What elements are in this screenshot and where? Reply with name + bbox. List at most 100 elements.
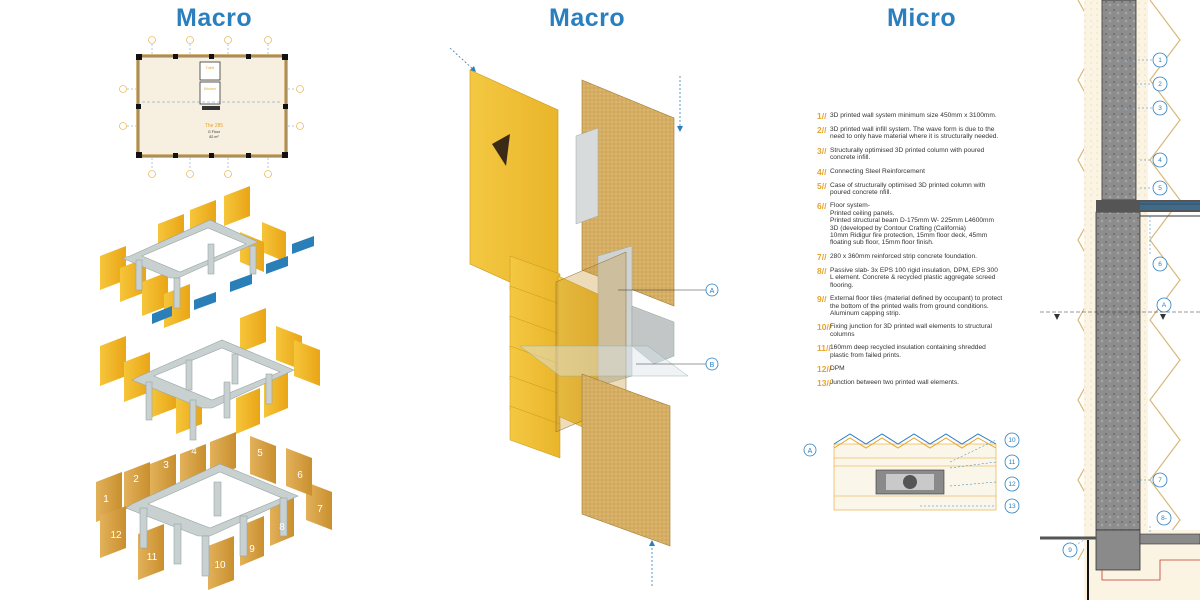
legend-item: 9//External floor tiles (material define… xyxy=(817,295,1017,317)
legend-text: Junction between two printed wall elemen… xyxy=(830,378,960,386)
section-callout-icon xyxy=(1152,472,1168,488)
section-callout-label: 7 xyxy=(1158,477,1162,484)
grid-bubble-icon xyxy=(296,85,304,93)
legend: 1//3D printed wall system minimum size 4… xyxy=(817,112,1017,393)
section-callout-label: 8- xyxy=(1161,515,1167,522)
callout-label: 12 xyxy=(1008,481,1016,488)
detail-marker-icon xyxy=(803,443,817,457)
callout-label: 13 xyxy=(1008,503,1016,510)
wall-section: 1 2 3 4 5 6 A 7 8- 9 xyxy=(1040,0,1200,600)
legend-text: Floor system- Printed ceiling panels. Pr… xyxy=(830,202,995,247)
legend-item: 7//280 x 360mm reinforced strip concrete… xyxy=(817,251,1017,262)
legend-item: 6//Floor system- Printed ceiling panels.… xyxy=(817,202,1017,246)
legend-number: 12// xyxy=(817,363,832,374)
legend-text: DPM xyxy=(830,364,845,372)
detail-a: A 10 11 12 13 xyxy=(803,432,1020,514)
legend-text: 160mm deep recycled insulation containin… xyxy=(830,344,986,359)
legend-text: 3D printed wall system minimum size 450m… xyxy=(830,112,997,119)
legend-number: 1// xyxy=(817,111,827,121)
exploded-axonometric: 1 2 3 4 5 6 7 8 9 10 11 12 xyxy=(96,186,332,590)
callout-icon xyxy=(1004,432,1020,448)
section-callout-icon xyxy=(1152,180,1168,196)
legend-number: 2// xyxy=(817,125,827,135)
grid-bubble-icon xyxy=(296,122,304,130)
bottom-level-panels xyxy=(96,432,332,590)
grid-bubble-icon xyxy=(224,36,232,44)
module-number: 2 xyxy=(133,474,139,485)
section-callout-icon xyxy=(1152,100,1168,116)
legend-number: 4// xyxy=(817,166,827,177)
callout-label: 10 xyxy=(1008,437,1016,444)
section-callout-label: 4 xyxy=(1158,157,1162,164)
bottom-level-frame xyxy=(125,463,299,577)
section-callout-icon xyxy=(1152,52,1168,68)
module-number: 7 xyxy=(317,504,323,515)
section-callout-icon xyxy=(1156,510,1172,526)
top-level-frame xyxy=(121,219,259,309)
section-callout-icon xyxy=(1062,542,1078,558)
section-callout-label: A xyxy=(1162,302,1167,309)
legend-item: 3//Structurally optimised 3D printed col… xyxy=(817,147,1017,162)
module-number: 4 xyxy=(191,446,197,457)
legend-item: 11//160mm deep recycled insulation conta… xyxy=(817,344,1017,359)
legend-number: 5// xyxy=(817,180,827,191)
module-number: 8 xyxy=(279,522,285,533)
room-label-toilet: Toilet xyxy=(206,66,214,70)
legend-number: 7// xyxy=(817,251,827,262)
middle-level-frame xyxy=(131,339,295,441)
legend-item: 4//Connecting Steel Reinforcement xyxy=(817,166,1017,177)
module-number: 5 xyxy=(257,448,263,459)
grid-bubble-icon xyxy=(264,170,272,178)
legend-item: 13//Junction between two printed wall el… xyxy=(817,377,1017,388)
room-floor: G Floor xyxy=(208,130,221,134)
grid-bubble-icon xyxy=(119,122,127,130)
blue-roof-panels xyxy=(152,236,314,324)
legend-text: Structurally optimised 3D printed column… xyxy=(830,146,985,162)
legend-number: 6// xyxy=(817,201,827,212)
legend-text: 280 x 360mm reinforced strip concrete fo… xyxy=(830,252,977,260)
module-number: 11 xyxy=(147,552,158,563)
section-callout-label: 3 xyxy=(1158,105,1162,112)
legend-number: 11// xyxy=(817,343,831,354)
module-number: 3 xyxy=(163,460,169,471)
legend-text: Passive slab- 3x EPS 100 rigid insulatio… xyxy=(830,266,998,289)
legend-item: 8//Passive slab- 3x EPS 100 rigid insula… xyxy=(817,267,1017,289)
marker-a-label: A xyxy=(710,288,715,295)
section-callout-icon xyxy=(1152,76,1168,92)
legend-number: 8// xyxy=(817,265,827,276)
grid-bubble-icon xyxy=(186,36,194,44)
callout-icon xyxy=(1004,498,1020,514)
section-callout-label: 2 xyxy=(1158,81,1162,88)
module-number: 9 xyxy=(249,544,255,555)
module-number: 10 xyxy=(214,560,226,571)
section-callout-label: 9 xyxy=(1068,547,1072,554)
legend-text: 3D printed wall infill system. The wave … xyxy=(830,126,999,141)
section-callout-icon xyxy=(1152,152,1168,168)
grid-bubble-icon xyxy=(186,170,194,178)
legend-item: 12//DPM xyxy=(817,363,1017,374)
legend-number: 13// xyxy=(817,377,832,388)
marker-b-label: B xyxy=(710,362,715,369)
detail-marker-label: A xyxy=(808,448,813,455)
floor-plan: Toilet Kitchen The 285 G Floor 82 m² xyxy=(119,36,304,178)
section-callout-label: 1 xyxy=(1158,57,1162,64)
legend-text: Connecting Steel Reinforcement xyxy=(830,167,925,175)
legend-number: 10// xyxy=(817,322,832,333)
title-macro-left: Macro xyxy=(176,4,253,32)
title-micro: Micro xyxy=(887,4,957,32)
wall-assembly-diagram: A B xyxy=(449,47,719,586)
module-number: 12 xyxy=(110,530,122,541)
grid-bubble-icon xyxy=(148,170,156,178)
legend-item: 5//Case of structurally optimised 3D pri… xyxy=(817,180,1017,197)
callout-icon xyxy=(1004,476,1020,492)
section-callout-label: 6 xyxy=(1158,261,1162,268)
legend-number: 9// xyxy=(817,294,827,305)
legend-text: Fixing junction for 3D printed wall elem… xyxy=(830,323,992,338)
legend-number: 3// xyxy=(817,145,827,156)
title-macro-center: Macro xyxy=(549,4,626,32)
module-number: 1 xyxy=(103,494,109,505)
callout-label: 11 xyxy=(1009,459,1016,466)
callout-icon xyxy=(1004,454,1020,470)
grid-bubble-icon xyxy=(119,85,127,93)
legend-item: 1//3D printed wall system minimum size 4… xyxy=(817,111,1017,121)
